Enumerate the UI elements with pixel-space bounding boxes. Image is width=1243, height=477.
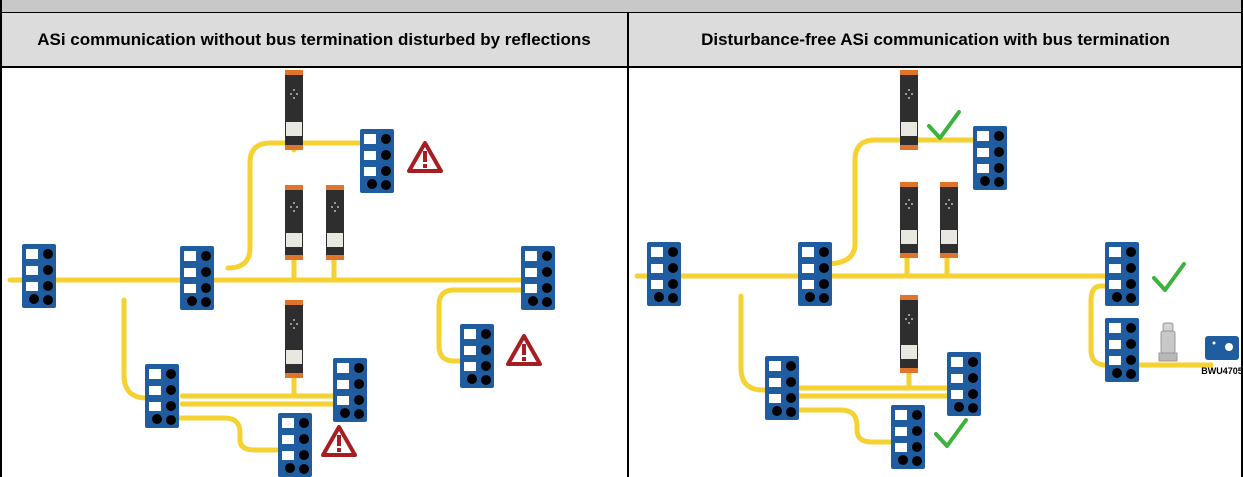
upper-branch-cable: [225, 140, 367, 271]
slim-device: [326, 185, 344, 260]
asi-module: [460, 324, 494, 388]
asi-module: [891, 405, 925, 469]
asi-module: [278, 413, 312, 477]
right-border: [1241, 0, 1243, 477]
check-mark-icon: [934, 418, 968, 448]
asi-module: [765, 356, 799, 420]
table-top-bar: [0, 0, 1243, 13]
right-heading: Disturbance-free ASi communication with …: [628, 13, 1243, 68]
asi-module: [145, 364, 179, 428]
left-network-svg: [7, 70, 555, 477]
right-drop-cable: [436, 287, 545, 364]
terminator-label: BWU4705: [1201, 366, 1241, 376]
warning-triangle-icon: [506, 334, 542, 366]
slim-device: [940, 182, 958, 258]
right-network-svg: BWU4705: [634, 70, 1241, 469]
check-mark-icon: [927, 110, 961, 140]
upper-branch-cable: [822, 137, 982, 267]
asi-module: [647, 242, 681, 306]
asi-module: [360, 129, 394, 193]
bottom-branch-cable: [159, 415, 283, 453]
slim-device: [285, 300, 303, 378]
warning-triangle-icon: [321, 425, 357, 457]
asi-module: [1105, 318, 1139, 382]
slim-device: [900, 70, 918, 150]
bus-terminator-plug: [1158, 322, 1178, 362]
asi-module: [22, 244, 56, 308]
slim-device: [900, 295, 918, 373]
column-divider: [627, 13, 629, 477]
right-diagram: BWU4705: [629, 68, 1241, 477]
asi-module: [973, 126, 1007, 190]
asi-module: [333, 358, 367, 422]
asi-module: [180, 246, 214, 310]
slim-device: [285, 185, 303, 260]
asi-module: [947, 352, 981, 416]
warning-triangle-icon: [407, 141, 443, 173]
left-heading: ASi communication without bus terminatio…: [0, 13, 628, 68]
left-cables: [7, 140, 545, 453]
asi-module: [1105, 242, 1139, 306]
slim-device: [285, 70, 303, 150]
bottom-branch-cable: [786, 407, 896, 445]
left-border: [0, 0, 2, 477]
check-mark-icon: [1152, 262, 1186, 292]
asi-module: [798, 242, 832, 306]
bus-termination-module: [1205, 336, 1239, 360]
lower-branch-cable: [738, 293, 772, 393]
asi-module: [521, 246, 555, 310]
right-drop-cable: [1088, 283, 1112, 368]
right-cables: [634, 137, 1214, 445]
left-diagram: [2, 68, 627, 477]
slim-device: [900, 182, 918, 258]
